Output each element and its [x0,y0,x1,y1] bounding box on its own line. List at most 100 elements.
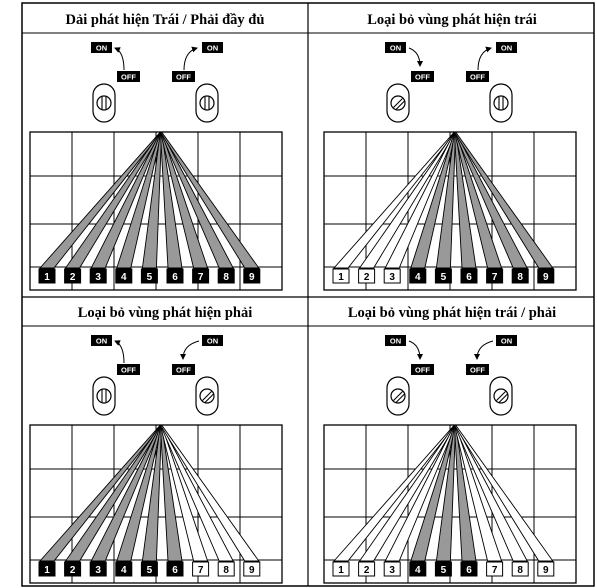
detection-beams [39,424,260,562]
left-arrow [408,340,423,360]
zone-box-5 [140,561,158,577]
panel-title: Dải phát hiện Trái / Phải đầy đủ [66,12,265,28]
detection-beams [333,131,554,269]
zone-number-9: 9 [543,565,549,576]
zone-box-7 [192,268,210,284]
beam-zone-9 [453,131,554,269]
left-off-label-box [117,71,140,82]
zone-number-1: 1 [44,272,50,283]
right-arrow [180,340,200,360]
zone-box-1 [332,268,350,284]
zone-box-6 [460,561,478,577]
zone-number-1: 1 [338,272,344,283]
zone-number-3: 3 [389,272,395,283]
panel-title: Loại bỏ vùng phát hiện phải [78,305,252,321]
left-dip-switch [386,83,410,123]
right-off-label-box [466,364,489,375]
right-off-label: OFF [470,73,485,82]
zone-box-6 [166,268,184,284]
zone-number-6: 6 [172,272,178,283]
zone-number-7: 7 [198,272,204,283]
zone-box-9 [243,268,261,284]
left-on-label-box [385,42,406,53]
left-off-label: OFF [415,366,430,375]
right-dip-switch [489,83,513,123]
zone-number-2: 2 [364,272,370,283]
right-arrow [474,340,494,360]
zone-number-2: 2 [364,565,370,576]
zone-box-4 [115,561,133,577]
zone-box-1 [332,561,350,577]
beam-zone-9 [159,424,260,562]
zone-box-8 [511,561,529,577]
zone-number-7: 7 [198,565,204,576]
right-off-label: OFF [470,366,485,375]
zone-number-7: 7 [492,565,498,576]
zone-box-9 [243,561,261,577]
left-on-label: ON [390,337,401,346]
left-arrow [408,47,423,67]
zone-number-4: 4 [121,565,127,576]
zone-box-3 [89,561,107,577]
zone-box-5 [140,268,158,284]
zone-number-4: 4 [415,565,421,576]
left-on-label: ON [390,44,401,53]
right-off-label: OFF [176,73,191,82]
right-on-label-box [202,42,223,53]
zone-number-9: 9 [249,565,255,576]
zone-number-6: 6 [172,565,178,576]
zone-box-6 [460,268,478,284]
right-dip-switch [489,376,513,416]
zone-box-9 [537,561,555,577]
left-on-label-box [91,335,112,346]
panel-4: Loại bỏ vùng phát hiện trái / phảiONOFFO… [323,305,577,584]
left-arrow [114,47,125,71]
zone-number-1: 1 [338,565,344,576]
right-off-label: OFF [176,366,191,375]
zone-box-2 [358,561,376,577]
panel-1: Dải phát hiện Trái / Phải đầy đủ ON OFF ON O… [29,12,283,291]
zone-box-1 [38,561,56,577]
left-off-label-box [411,364,434,375]
zone-number-8: 8 [517,565,523,576]
detection-beams [39,131,260,269]
zone-number-3: 3 [389,565,395,576]
panel-title: Loại bỏ vùng phát hiện trái [367,12,537,28]
right-off-label-box [172,71,195,82]
right-arrow [183,46,198,71]
left-off-label: OFF [121,73,136,82]
right-on-label: ON [207,44,218,53]
zone-box-3 [383,561,401,577]
zone-number-8: 8 [517,272,523,283]
right-on-label: ON [207,337,218,346]
right-off-label-box [466,71,489,82]
zone-number-5: 5 [147,272,153,283]
zone-number-1: 1 [44,565,50,576]
right-dip-switch [195,83,219,123]
zone-box-3 [89,268,107,284]
zone-number-8: 8 [223,272,229,283]
left-on-label: ON [96,44,107,53]
zone-number-5: 5 [441,565,447,576]
zone-box-8 [511,268,529,284]
right-off-label-box [172,364,195,375]
zone-number-3: 3 [95,272,101,283]
zone-box-2 [64,561,82,577]
zone-number-2: 2 [70,565,76,576]
right-on-label: ON [501,44,512,53]
zone-box-7 [486,268,504,284]
zone-box-3 [383,268,401,284]
zone-box-1 [38,268,56,284]
right-on-label: ON [501,337,512,346]
left-dip-switch [92,376,116,416]
left-on-label-box [385,335,406,346]
zone-box-7 [486,561,504,577]
left-on-label-box [91,42,112,53]
zone-number-4: 4 [121,272,127,283]
